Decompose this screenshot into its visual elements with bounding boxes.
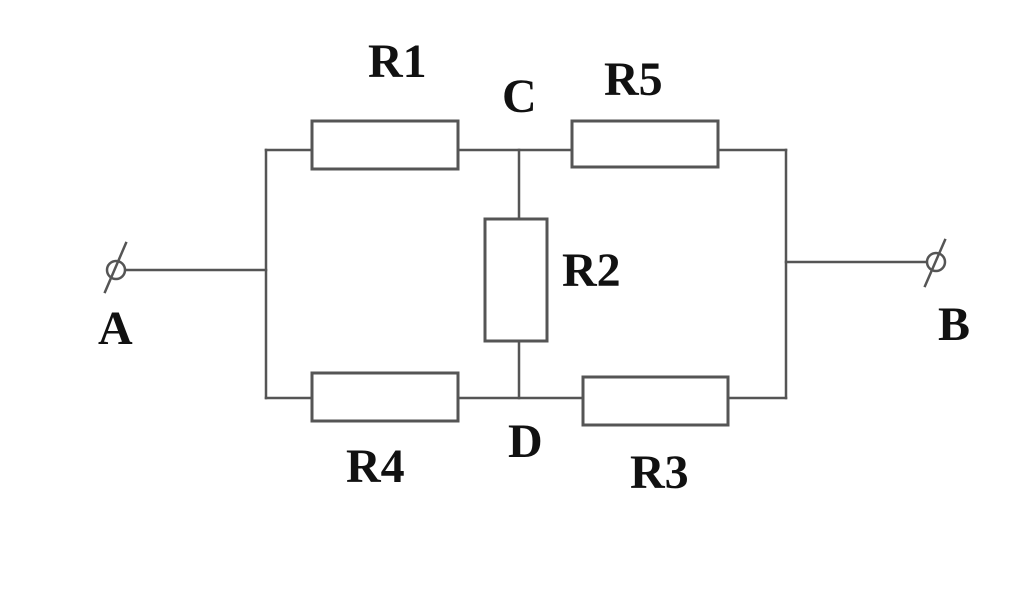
label-terminal-a: A (98, 302, 133, 355)
resistor-r4 (310, 371, 460, 423)
labels: R1 R5 C R2 A B D R4 R3 (98, 35, 970, 499)
resistor-r5 (570, 119, 720, 169)
label-r5: R5 (604, 53, 663, 106)
label-r3: R3 (630, 446, 689, 499)
label-node-c: C (502, 70, 537, 123)
label-r4: R4 (346, 440, 405, 493)
label-r1: R1 (368, 35, 427, 88)
terminal-a-symbol (103, 241, 128, 294)
label-terminal-b: B (938, 298, 970, 351)
label-r2: R2 (562, 244, 621, 297)
label-node-d: D (508, 415, 543, 468)
resistor-r1 (310, 119, 460, 171)
resistor-r3 (581, 375, 730, 427)
terminal-b-symbol (923, 238, 947, 288)
wires (122, 148, 938, 400)
resistor-r2 (483, 217, 549, 343)
resistors (310, 119, 730, 427)
